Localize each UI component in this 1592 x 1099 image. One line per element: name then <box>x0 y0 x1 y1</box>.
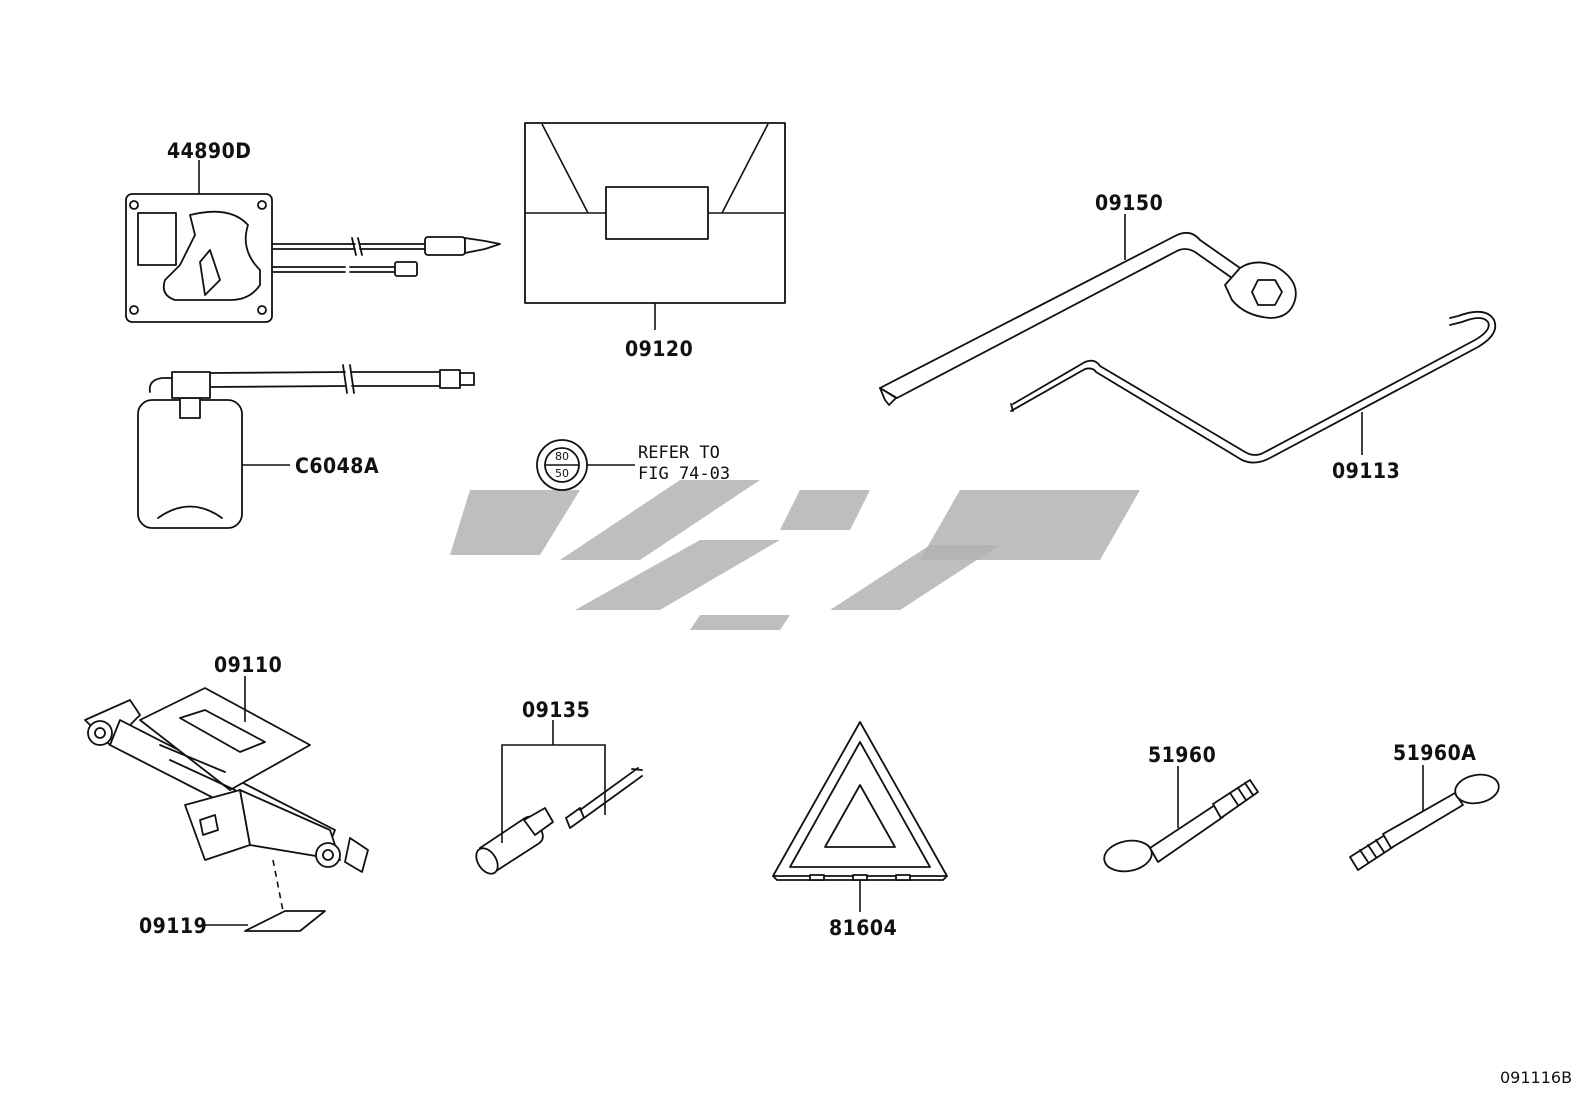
label-81604: 81604 <box>829 916 897 940</box>
reference-text-line2: FIG 74-03 <box>638 464 730 484</box>
label-09120: 09120 <box>625 337 693 361</box>
reference-symbol[interactable]: 80 50 <box>536 439 588 491</box>
part-09110-scissor-jack[interactable] <box>84 687 369 873</box>
label-09113: 09113 <box>1332 459 1400 483</box>
part-09113-jack-handle[interactable] <box>1010 310 1497 464</box>
label-09110: 09110 <box>214 653 282 677</box>
label-09150: 09150 <box>1095 191 1163 215</box>
ref-circle-top: 80 <box>555 450 569 463</box>
label-51960: 51960 <box>1148 743 1216 767</box>
label-09119: 09119 <box>139 914 207 938</box>
part-51960-tool[interactable] <box>1102 779 1259 875</box>
label-C6048A: C6048A <box>295 454 379 478</box>
part-81604-warning-triangle[interactable] <box>772 721 948 881</box>
label-09135: 09135 <box>522 698 590 722</box>
part-44890D-compressor[interactable] <box>125 193 501 323</box>
part-C6048A-sealant-bottle[interactable] <box>137 364 475 529</box>
part-51960A-tool[interactable] <box>1349 771 1501 871</box>
label-44890D: 44890D <box>167 139 251 163</box>
watermark-logo <box>450 480 1140 630</box>
part-09120-envelope[interactable] <box>524 122 786 304</box>
figure-code: 091116B <box>1500 1068 1572 1087</box>
part-09119-label[interactable] <box>244 859 326 932</box>
reference-text-line1: REFER TO <box>638 443 720 463</box>
part-09150-wheel-wrench[interactable] <box>879 231 1297 406</box>
ref-circle-bottom: 50 <box>555 467 569 480</box>
part-09135-tool-set[interactable] <box>472 767 643 878</box>
label-51960A: 51960A <box>1393 741 1476 765</box>
